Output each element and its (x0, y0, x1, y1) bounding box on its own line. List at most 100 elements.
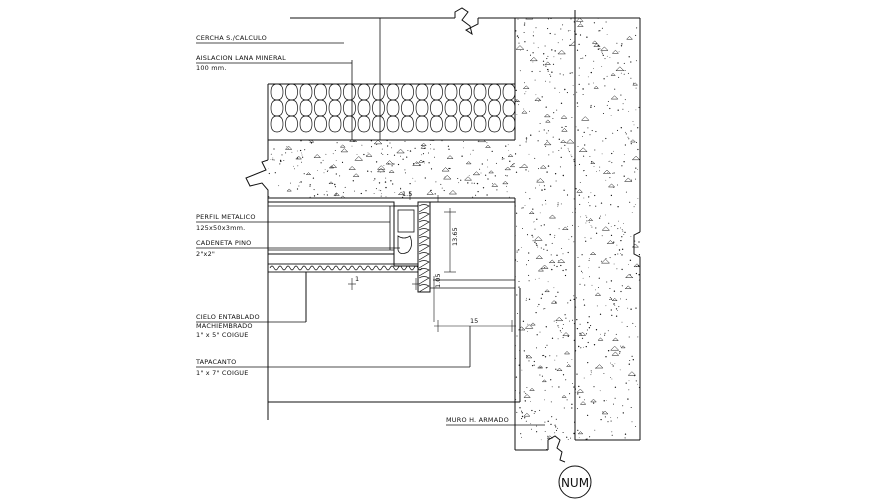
aggregate-mark (535, 178, 545, 183)
insulation-loop (415, 99, 429, 117)
aggregate-mark (561, 226, 569, 230)
stipple-dot (589, 134, 591, 136)
stipple-dot (549, 74, 551, 76)
stipple-dot (543, 129, 545, 131)
stipple-dot (546, 58, 548, 60)
stipple-dot (590, 374, 592, 376)
stipple-dot (525, 137, 528, 139)
stipple-dot (588, 327, 591, 329)
stipple-dot (416, 162, 418, 164)
stipple-dot (585, 215, 587, 217)
concrete-slab (245, 139, 515, 199)
stipple-dot (565, 125, 567, 127)
insulation-loop (444, 99, 458, 117)
stipple-dot (383, 165, 385, 167)
wall-concrete-hatch-right (575, 18, 640, 440)
stipple-dot (531, 70, 533, 73)
aggregate-mark (591, 40, 598, 44)
aggregate-mark (418, 159, 424, 163)
stipple-dot (605, 399, 607, 401)
stipple-dot (593, 68, 594, 69)
aggregate-mark (441, 167, 450, 172)
stipple-dot (327, 169, 329, 171)
stipple-dot (492, 183, 494, 185)
stipple-dot (555, 301, 557, 303)
stipple-dot (606, 75, 608, 77)
stipple-dot (554, 87, 556, 89)
stipple-dot (521, 369, 523, 371)
stipple-dot (563, 407, 565, 409)
aggregate-mark (448, 190, 458, 195)
stipple-dot (518, 42, 520, 44)
stipple-dot (553, 320, 555, 322)
aggregate-mark (284, 145, 293, 150)
stipple-dot (582, 277, 584, 279)
stipple-dot (361, 144, 363, 146)
annotation-tapacanto: TAPACANTO 1" x 7" COIGUE (195, 326, 471, 377)
stipple-dot (365, 190, 367, 192)
stipple-dot (545, 326, 547, 328)
insulation-loop (314, 83, 327, 101)
stipple-dot (551, 49, 553, 51)
stipple-dot (601, 235, 603, 237)
stipple-dot (560, 58, 562, 60)
stipple-dot (614, 253, 616, 256)
stipple-dot (541, 189, 543, 191)
stipple-dot (528, 252, 530, 254)
stipple-dot (573, 432, 575, 435)
stipple-dot (573, 339, 575, 341)
stipple-dot (529, 54, 532, 56)
stipple-dot (363, 153, 365, 156)
stipple-dot (609, 287, 611, 290)
stipple-dot (529, 110, 530, 112)
stipple-dot (604, 332, 606, 334)
aggregate-mark (442, 174, 452, 180)
stipple-dot (458, 182, 460, 184)
stipple-dot (296, 157, 299, 159)
stipple-dot (628, 336, 630, 338)
stipple-dot (520, 436, 522, 438)
slab-concrete-hatch (268, 140, 515, 198)
stipple-dot (588, 316, 590, 318)
stipple-dot (402, 158, 404, 160)
label-cadeneta-2: 2"x2" (196, 250, 215, 258)
aggregate-mark (365, 153, 373, 157)
insulation-loop (270, 83, 284, 101)
stipple-dot (575, 392, 576, 394)
aggregate-mark (544, 289, 550, 293)
stipple-dot (561, 248, 563, 250)
stipple-dot (613, 290, 616, 292)
stipple-dot (633, 82, 634, 84)
num-marker: NUM (558, 465, 592, 499)
stipple-dot (587, 76, 589, 78)
stipple-dot (567, 147, 569, 149)
insulation-loop (314, 99, 327, 117)
stipple-dot (547, 165, 550, 167)
stipple-dot (609, 160, 611, 162)
stipple-dot (554, 234, 556, 236)
stipple-dot (553, 449, 555, 450)
stipple-dot (313, 189, 315, 191)
stipple-dot (551, 337, 554, 339)
stipple-dot (575, 350, 577, 352)
stipple-dot (607, 330, 609, 332)
stipple-dot (631, 421, 633, 423)
stipple-dot (515, 358, 517, 359)
stipple-dot (616, 244, 618, 246)
stipple-dot (367, 170, 369, 172)
stipple-dot (566, 399, 568, 401)
insulation-loop (473, 115, 487, 133)
stipple-dot (549, 233, 551, 236)
stipple-dot (356, 154, 358, 155)
stipple-dot (326, 190, 328, 192)
stipple-dot (589, 156, 591, 158)
stipple-dot (625, 298, 627, 300)
insulation-loop (502, 115, 516, 133)
label-aislacion-2: 100 mm. (196, 64, 227, 72)
stipple-dot (557, 291, 559, 293)
stipple-dot (317, 193, 319, 196)
stipple-dot (575, 297, 577, 299)
aggregate-mark (610, 345, 620, 351)
stipple-dot (560, 332, 562, 333)
stipple-dot (621, 43, 623, 45)
